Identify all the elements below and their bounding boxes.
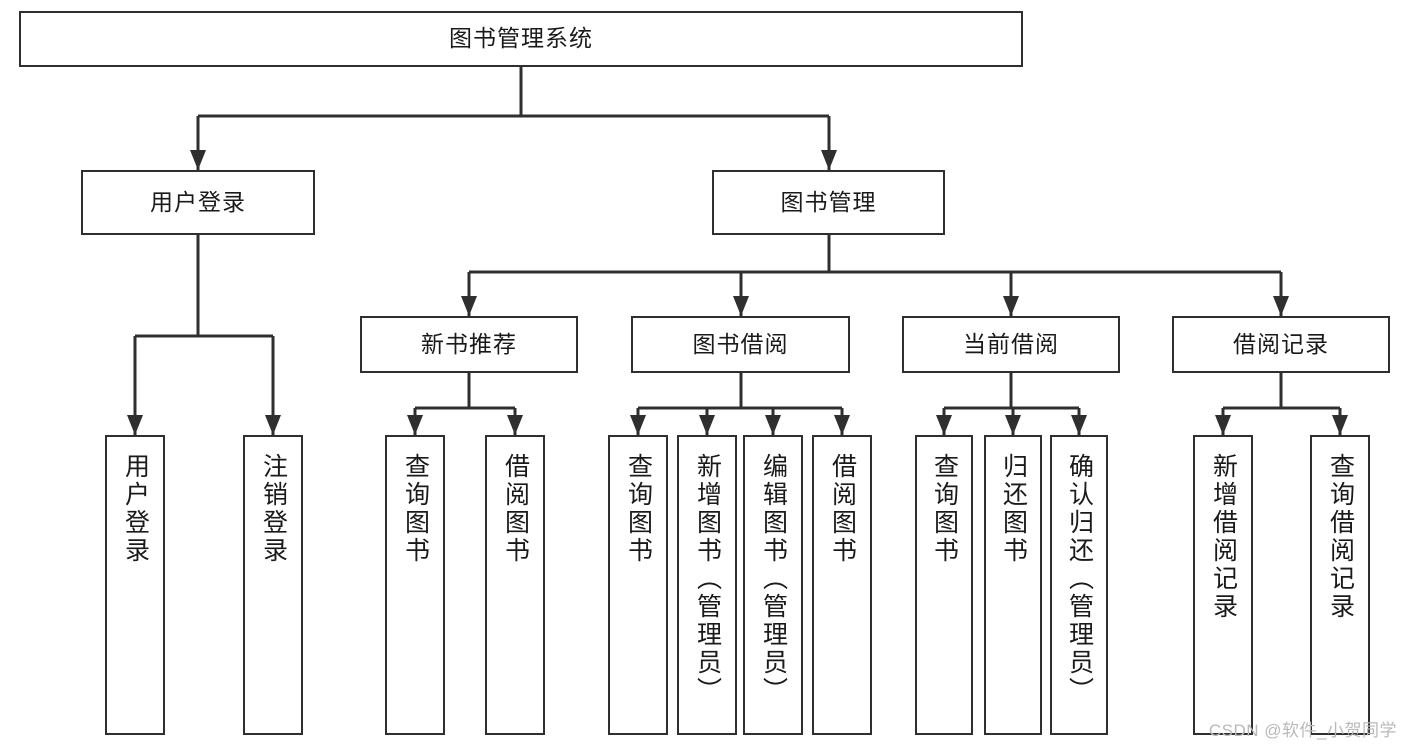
node-leaf-edit-book[interactable]: 编辑图书（管理员） (743, 435, 803, 735)
node-leaf-query-book-3[interactable]: 查询图书 (915, 435, 973, 735)
node-label: 编辑图书（管理员） (759, 453, 788, 705)
arrowhead (1332, 415, 1348, 435)
arrowhead (1071, 415, 1087, 435)
arrowhead (1003, 296, 1019, 316)
node-label: 查询图书 (401, 453, 430, 565)
node-label: 确认归还（管理员） (1065, 453, 1094, 705)
node-label: 查询借阅记录 (1326, 453, 1355, 621)
node-label: 新书推荐 (421, 330, 517, 357)
node-label: 图书借阅 (692, 330, 789, 357)
arrowhead (127, 415, 143, 435)
node-leaf-confirm-return[interactable]: 确认归还（管理员） (1050, 435, 1108, 735)
node-borrow[interactable]: 图书借阅 (631, 316, 850, 373)
csdn-watermark: CSDN @软件_小贺同学 (1208, 721, 1397, 740)
node-records[interactable]: 借阅记录 (1172, 316, 1390, 373)
node-label: 注销登录 (259, 453, 288, 565)
arrowhead (699, 415, 715, 435)
node-label: 新增借阅记录 (1209, 453, 1238, 621)
arrowhead (407, 415, 423, 435)
node-leaf-user-login[interactable]: 用户登录 (105, 435, 165, 735)
arrowhead (507, 415, 523, 435)
node-leaf-query-book-2[interactable]: 查询图书 (608, 435, 668, 735)
node-label: 图书管理系统 (449, 25, 593, 52)
node-leaf-add-book[interactable]: 新增图书（管理员） (677, 435, 737, 735)
arrowhead (265, 415, 281, 435)
arrowhead (1215, 415, 1231, 435)
node-label: 用户登录 (121, 453, 150, 565)
node-label: 借阅图书 (501, 453, 530, 565)
arrowhead (834, 415, 850, 435)
node-leaf-logout[interactable]: 注销登录 (243, 435, 303, 735)
node-label: 查询图书 (930, 453, 959, 565)
node-label: 归还图书 (999, 453, 1028, 565)
arrowhead (1005, 415, 1021, 435)
arrowhead (765, 415, 781, 435)
node-newbook[interactable]: 新书推荐 (360, 316, 578, 373)
arrowhead (190, 150, 206, 170)
node-label: 查询图书 (624, 453, 653, 565)
node-leaf-query-record[interactable]: 查询借阅记录 (1310, 435, 1370, 735)
node-login[interactable]: 用户登录 (81, 170, 315, 235)
node-current[interactable]: 当前借阅 (902, 316, 1120, 373)
arrowhead (821, 150, 837, 170)
arrowhead (461, 296, 477, 316)
node-label: 当前借阅 (963, 330, 1059, 357)
arrowhead (1273, 296, 1289, 316)
node-label: 借阅记录 (1233, 330, 1329, 357)
node-bookmgmt[interactable]: 图书管理 (712, 170, 945, 235)
arrowhead (733, 296, 749, 316)
node-leaf-borrow-book-1[interactable]: 借阅图书 (485, 435, 545, 735)
node-label: 新增图书（管理员） (693, 453, 722, 705)
node-leaf-borrow-book-2[interactable]: 借阅图书 (812, 435, 872, 735)
node-label: 借阅图书 (828, 453, 857, 565)
arrowhead (936, 415, 952, 435)
node-leaf-query-book-1[interactable]: 查询图书 (385, 435, 445, 735)
node-leaf-add-record[interactable]: 新增借阅记录 (1193, 435, 1253, 735)
node-leaf-return-book[interactable]: 归还图书 (984, 435, 1042, 735)
node-label: 图书管理 (780, 188, 877, 215)
node-root[interactable]: 图书管理系统 (19, 11, 1023, 67)
arrowhead (630, 415, 646, 435)
node-label: 用户登录 (150, 188, 246, 215)
